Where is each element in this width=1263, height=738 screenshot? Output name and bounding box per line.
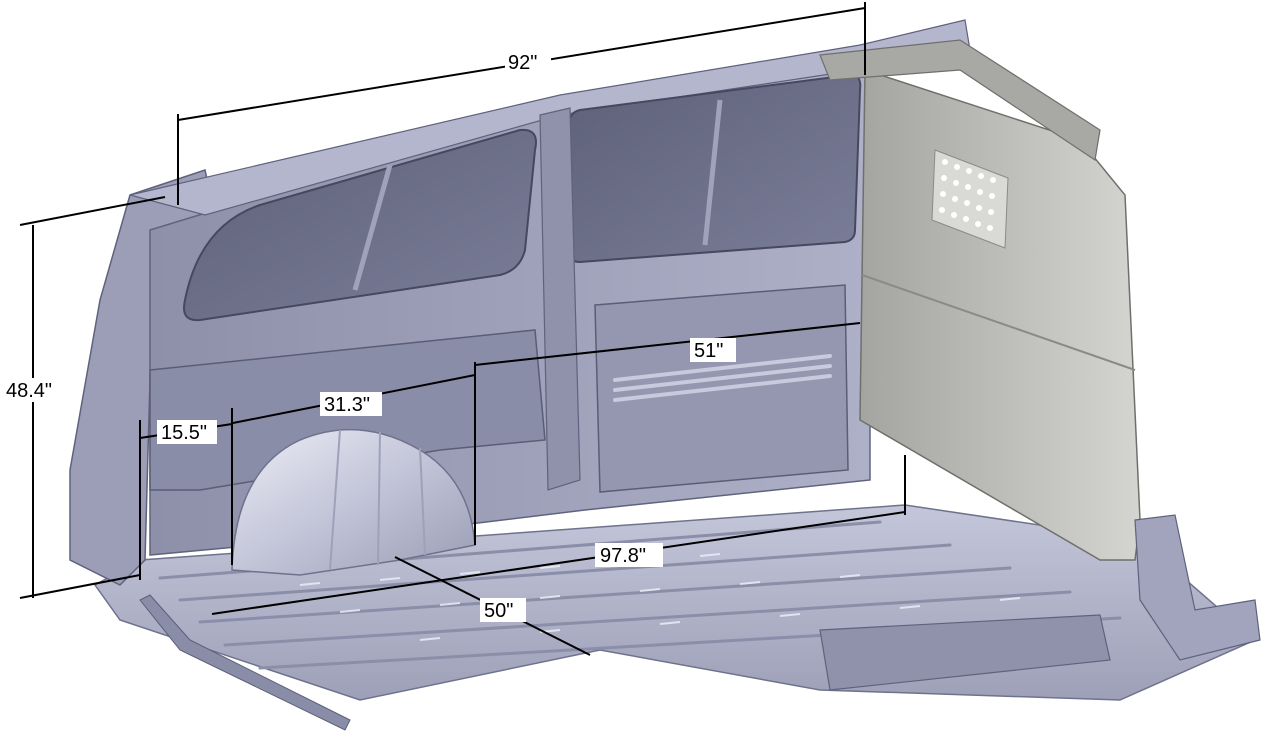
partition-top-frame	[819, 39, 1101, 162]
dim-tick-48-bottom	[19, 574, 141, 599]
label-50: 50"	[484, 600, 513, 622]
door-window-divider	[702, 99, 723, 246]
label-51: 51"	[694, 340, 723, 362]
partition-vent-mesh	[931, 149, 1009, 249]
front-sill	[1134, 514, 1261, 661]
b-pillar	[539, 107, 581, 491]
dim-line-97	[211, 511, 906, 615]
wheel-well	[231, 428, 476, 576]
label-15-5: 15.5"	[161, 422, 207, 444]
window-divider	[352, 164, 393, 291]
rear-side-window	[183, 128, 537, 322]
dim-tick-48-top	[19, 196, 166, 226]
vent-holes	[939, 159, 996, 231]
label-92: 92"	[508, 52, 537, 74]
van-body-illustration	[69, 19, 1261, 731]
dim-line-51	[474, 322, 861, 366]
label-48-4: 48.4"	[6, 380, 52, 402]
side-step	[819, 614, 1111, 691]
wheel-well-ribs	[329, 429, 426, 571]
dimension-lines	[19, 2, 906, 656]
partition-seam	[861, 274, 1136, 371]
label-31-3: 31.3"	[324, 394, 370, 416]
door-handle-ribs	[613, 354, 832, 402]
floor-ribs	[158, 520, 1122, 670]
label-97-8: 97.8"	[600, 545, 646, 567]
rear-rail	[139, 594, 351, 731]
dimension-labels: 92" 48.4" 51" 31.3" 15.5" 97.8" 50"	[0, 50, 736, 622]
